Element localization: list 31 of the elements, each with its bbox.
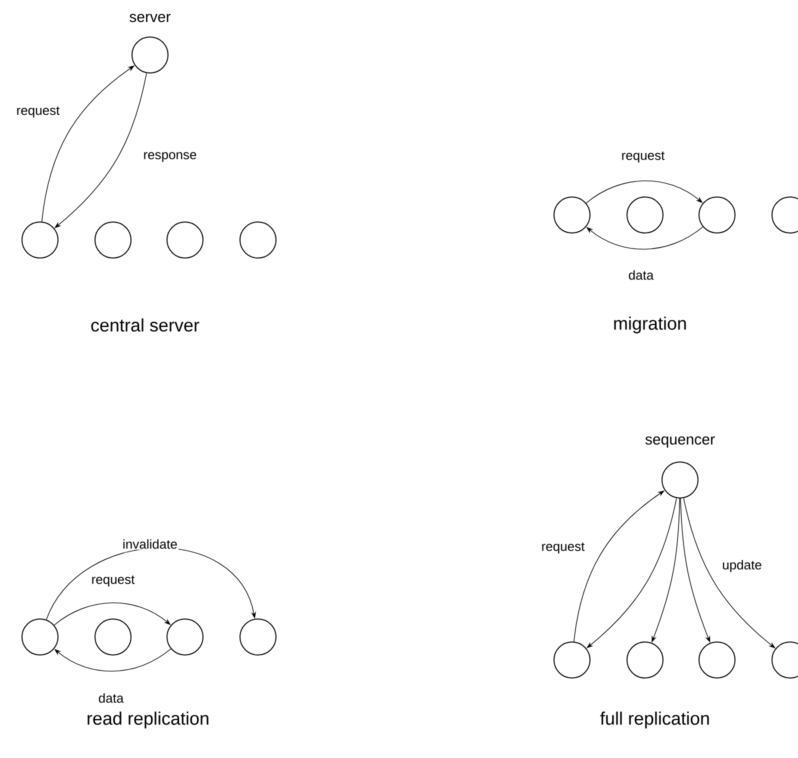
node-circle xyxy=(698,642,736,678)
node-circle xyxy=(94,618,132,656)
edge-label: response xyxy=(142,151,198,163)
panel-caption: central server xyxy=(91,318,200,332)
edge-label: invalidate xyxy=(122,538,178,550)
node-circle xyxy=(240,618,276,656)
edge-label: update xyxy=(721,558,763,574)
panel-caption: full replication xyxy=(600,712,709,728)
node-circle xyxy=(626,642,664,678)
panel-caption: migration xyxy=(614,316,686,334)
node-circle xyxy=(94,222,132,258)
node-circle xyxy=(662,462,698,498)
node-circle xyxy=(22,618,58,656)
node-circle xyxy=(626,196,664,234)
edge-label: data xyxy=(97,692,125,704)
node-label: sequencer xyxy=(645,436,715,448)
panel-caption: read replication xyxy=(88,712,208,728)
edge-label: data xyxy=(627,269,655,281)
node-label: server xyxy=(130,14,171,22)
node-circle xyxy=(132,36,168,74)
node-circle xyxy=(240,222,276,258)
node-circle xyxy=(554,196,590,234)
edge-label: request xyxy=(15,105,61,119)
node-circle xyxy=(166,618,204,656)
edge-label: request xyxy=(90,574,136,588)
node-circle xyxy=(554,642,590,678)
edge-label: request xyxy=(620,150,666,164)
edge-label: request xyxy=(540,541,586,555)
node-circle xyxy=(166,222,204,258)
node-circle xyxy=(698,196,736,234)
node-circle xyxy=(22,222,58,258)
